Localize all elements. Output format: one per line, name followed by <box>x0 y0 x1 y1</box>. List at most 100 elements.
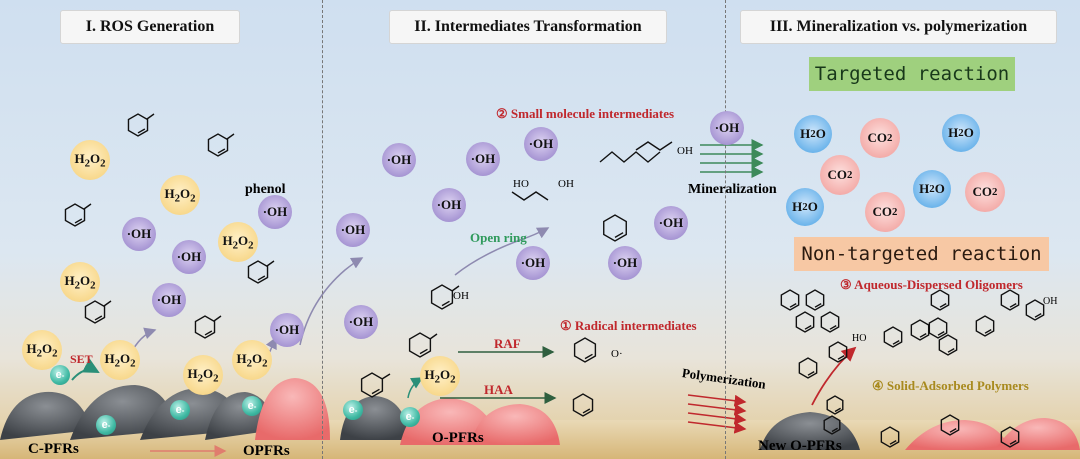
h2o2-bubble: H2O2 <box>60 262 100 302</box>
double-bond <box>1009 302 1017 308</box>
double-bond <box>137 128 146 134</box>
double-bond <box>441 300 450 307</box>
h2o2-bubble: H2O2 <box>420 356 460 396</box>
h2o2-bubble: H2O2 <box>218 222 258 262</box>
oligomer-ring <box>780 289 800 311</box>
chemical-bond <box>381 373 391 380</box>
phenol-molecule <box>247 260 269 284</box>
double-bond <box>939 302 947 308</box>
oligomer-ring <box>938 334 958 356</box>
hydroxyl-radical-bubble: ·OH <box>152 283 186 317</box>
panel-title-ros-generation: I. ROS Generation <box>60 10 240 44</box>
new-opfr-ring <box>823 415 841 435</box>
h2o2-formula: H2O2 <box>104 350 136 370</box>
phenol-molecule <box>127 113 149 137</box>
set-label: SET <box>70 352 93 366</box>
oh-group-label: OH <box>1043 296 1058 307</box>
h2o2-bubble: H2O2 <box>100 340 140 380</box>
hydroxyl-radical-bubble: ·OH <box>516 246 550 280</box>
h2o2-bubble: H2O2 <box>160 175 200 215</box>
hydroxyl-radical-bubble: ·OH <box>258 195 292 229</box>
double-bond <box>949 427 957 433</box>
chemical-bond <box>146 113 155 120</box>
raf-label: RAF <box>494 336 521 351</box>
double-bond <box>94 315 103 321</box>
oligomer-ring <box>820 311 840 333</box>
hydroxyl-radical-bubble: ·OH <box>432 188 466 222</box>
oh-group-label: OH <box>453 290 469 302</box>
hydroxyl-radical-bubble: ·OH <box>382 143 416 177</box>
phenol-molecule <box>207 133 229 157</box>
double-bond <box>814 302 822 308</box>
phenol-molecule <box>194 315 216 339</box>
hydroxyl-radical-bubble: ·OH <box>654 206 688 240</box>
oligomer-ring <box>910 319 930 341</box>
polymer-unit <box>940 414 960 436</box>
phenol-molecule <box>84 300 106 324</box>
h2o2-bubble: H2O2 <box>183 355 223 395</box>
panel-divider-1 <box>322 0 323 459</box>
double-bond <box>419 348 428 355</box>
chemical-bond <box>83 203 92 210</box>
phenol-label: phenol <box>245 182 286 197</box>
hydroxyl-radical-bubble: ·OH <box>270 313 304 347</box>
h2o2-formula: H2O2 <box>424 366 456 386</box>
h2o2-formula: H2O2 <box>74 150 106 170</box>
double-bond <box>1009 439 1017 445</box>
double-bond <box>919 332 927 338</box>
panel-divider-2 <box>725 0 726 459</box>
double-bond <box>807 370 815 376</box>
double-bond <box>614 232 624 238</box>
mineralization-label: Mineralization <box>688 182 777 197</box>
electron-icon: e- <box>400 407 420 427</box>
oligomer-ring <box>883 326 903 348</box>
double-bond <box>837 354 845 360</box>
oh-group-label: OH <box>677 145 693 157</box>
hydroxyl-radical-bubble: ·OH <box>524 127 558 161</box>
oh-group-label: OH <box>558 178 574 190</box>
opfrs-label-2: O-PFRs <box>432 430 484 446</box>
phenoxy-radical <box>572 393 594 417</box>
double-bond <box>834 407 841 413</box>
hydroxyl-radical-bubble: ·OH <box>466 142 500 176</box>
phenoxy-radical <box>573 337 597 363</box>
o-dot-label: O· <box>611 348 623 360</box>
chemical-bond <box>103 300 112 307</box>
chemical-bond <box>451 285 460 292</box>
open-ring-label: Open ring <box>470 230 527 245</box>
chemical-bond <box>429 333 438 340</box>
electron-icon: e- <box>96 415 116 435</box>
oligomer-ring <box>975 315 995 337</box>
panel-title-intermediates: II. Intermediates Transformation <box>389 10 667 44</box>
hydroxyl-radical-bubble: ·OH <box>608 246 642 280</box>
double-bond <box>204 330 213 336</box>
oligomer-ring <box>1025 299 1045 321</box>
opfrs-label: OPFRs <box>243 443 290 459</box>
polymer-unit <box>880 426 900 448</box>
radical-intermediates-label: ① Radical intermediates <box>560 318 697 333</box>
alkyl-chain <box>511 191 549 201</box>
chemical-bond <box>213 315 222 322</box>
h2o2-bubble: H2O2 <box>22 330 62 370</box>
electron-icon: e- <box>170 400 190 420</box>
double-bond <box>984 328 992 334</box>
oligomer-ring <box>805 289 825 311</box>
panel-title-mineralization: III. Mineralization vs. polymerization <box>740 10 1057 44</box>
alkyl-chain <box>599 151 661 163</box>
h2o2-formula: H2O2 <box>164 185 196 205</box>
electron-icon: e- <box>242 396 262 416</box>
haa-label: HAA <box>484 382 513 397</box>
h2o2-formula: H2O2 <box>26 340 58 360</box>
double-bond <box>947 347 955 353</box>
double-bond <box>831 427 838 433</box>
oligomer-ring <box>798 357 818 379</box>
oligomer-ring <box>828 341 848 363</box>
double-bond <box>804 324 812 330</box>
double-bond <box>892 339 900 345</box>
double-bond <box>789 302 797 308</box>
cpfrs-label: C-PFRs <box>28 441 79 457</box>
